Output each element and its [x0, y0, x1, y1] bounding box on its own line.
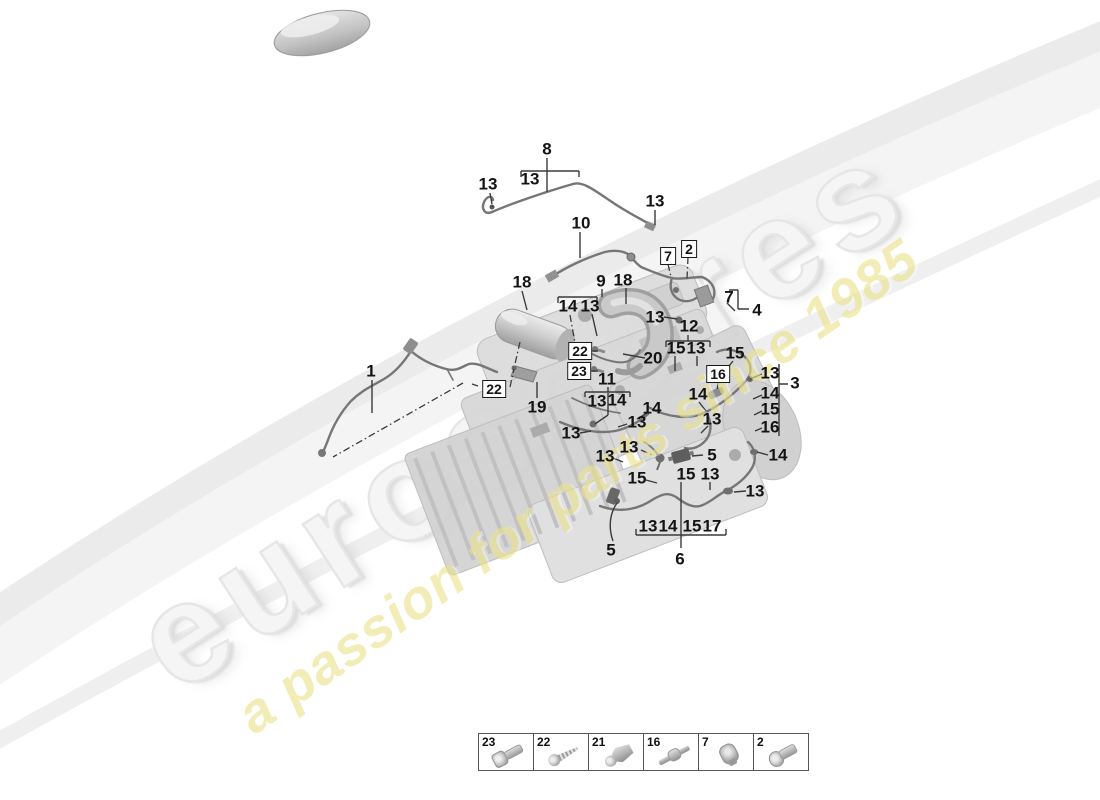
capsule-part-right [597, 287, 674, 380]
fastener-legend: 23 22 21 16 7 2 [478, 733, 809, 771]
clip-icon [709, 737, 749, 772]
cover-part-blob [273, 9, 371, 57]
legend-cell: 23 [478, 733, 534, 771]
legend-part-number: 22 [537, 735, 551, 749]
plug-fitting-icon [764, 737, 804, 772]
legend-cell: 2 [753, 733, 809, 771]
hoses [320, 182, 756, 511]
legend-part-number: 7 [702, 735, 709, 749]
legend-cell: 22 [533, 733, 589, 771]
legend-part-number: 23 [482, 735, 496, 749]
legend-cell: 7 [698, 733, 754, 771]
legend-cell: 16 [643, 733, 699, 771]
engine-ribs [413, 392, 627, 568]
legend-part-number: 21 [592, 735, 606, 749]
leader-lines [371, 158, 788, 548]
legend-part-number: 2 [757, 735, 764, 749]
dashed-leader-lines [332, 256, 719, 458]
legend-cell: 21 [588, 733, 644, 771]
legend-part-number: 16 [647, 735, 661, 749]
